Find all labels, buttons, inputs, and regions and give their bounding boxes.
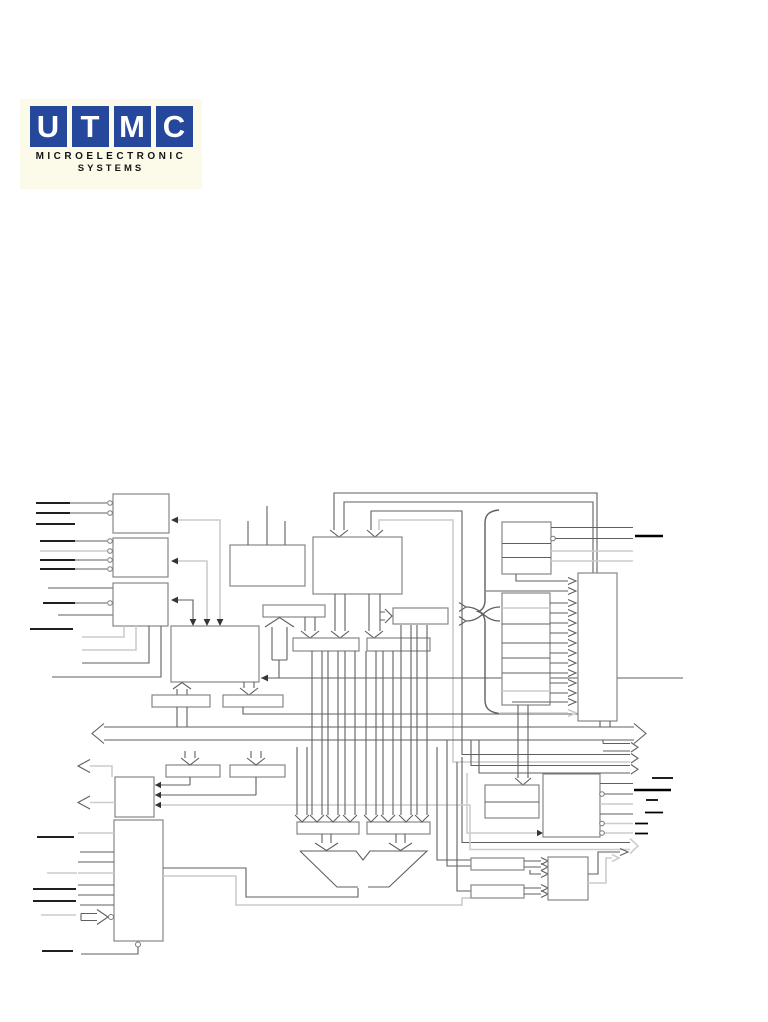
logo-tile-t: T [71, 106, 109, 147]
logo-letter-tiles: U T M C [29, 106, 193, 147]
input-latch-c [112, 582, 169, 627]
immediate-latch [392, 607, 449, 625]
alu-bar-arrow-bank [294, 625, 430, 823]
operand-mux [577, 572, 618, 722]
status-box [501, 521, 552, 575]
pipeline-bars [151, 637, 431, 835]
utmc-logo: U T M C MICROELECTRONIC SYSTEMS [20, 99, 202, 189]
buffer-bar-2 [470, 884, 525, 899]
status-box-group [501, 521, 663, 575]
logo-subtitle-line2: SYSTEMS [77, 163, 145, 174]
buffer-mux-box [547, 856, 589, 901]
left-tall-box [113, 819, 164, 942]
pipe-bar-2 [366, 637, 431, 652]
bottom-right-group [470, 847, 630, 901]
buffer-bar-1 [470, 857, 525, 871]
left-io-box [114, 776, 155, 818]
ctrl-bar-2 [222, 694, 284, 708]
mid-bar-1 [165, 764, 221, 778]
input-latch-b [112, 537, 169, 578]
pipe-bar-1 [292, 637, 360, 652]
register-stack-brace [475, 509, 500, 715]
logo-tile-u: U [29, 106, 67, 147]
latch-feedback-routes [171, 516, 224, 626]
alu-input-bar-2 [366, 821, 431, 835]
left-tall-box-group [33, 819, 471, 955]
alu-group [299, 834, 429, 888]
mid-bar-2 [229, 764, 286, 778]
small-latch-bar [262, 604, 326, 618]
logo-tile-c: C [155, 106, 193, 147]
register-stack-group [501, 592, 551, 706]
interrupt-box-group [484, 705, 540, 819]
control-box [170, 625, 260, 683]
left-io-box-group [76, 759, 257, 818]
instruction-box [312, 536, 403, 595]
left-input-pins [30, 500, 113, 630]
crossover-symbol [458, 602, 501, 626]
decode-box [229, 544, 306, 587]
output-box [542, 773, 601, 838]
output-box-group [542, 773, 673, 838]
latch-c-fanout [52, 626, 162, 678]
ctrl-bar-1 [151, 694, 211, 708]
input-latch-boxes [112, 493, 170, 627]
alu-input-bar-1 [296, 821, 360, 835]
input-latch-a [112, 493, 170, 534]
decode-box-group [229, 506, 306, 587]
instruction-box-group [312, 492, 630, 763]
alu [300, 850, 429, 888]
operand-mux-group [486, 572, 618, 727]
logo-subtitle-line1: MICROELECTRONIC [35, 151, 187, 162]
small-latch-group [262, 604, 326, 678]
logo-tile-m: M [113, 106, 151, 147]
register-stack [501, 592, 551, 706]
